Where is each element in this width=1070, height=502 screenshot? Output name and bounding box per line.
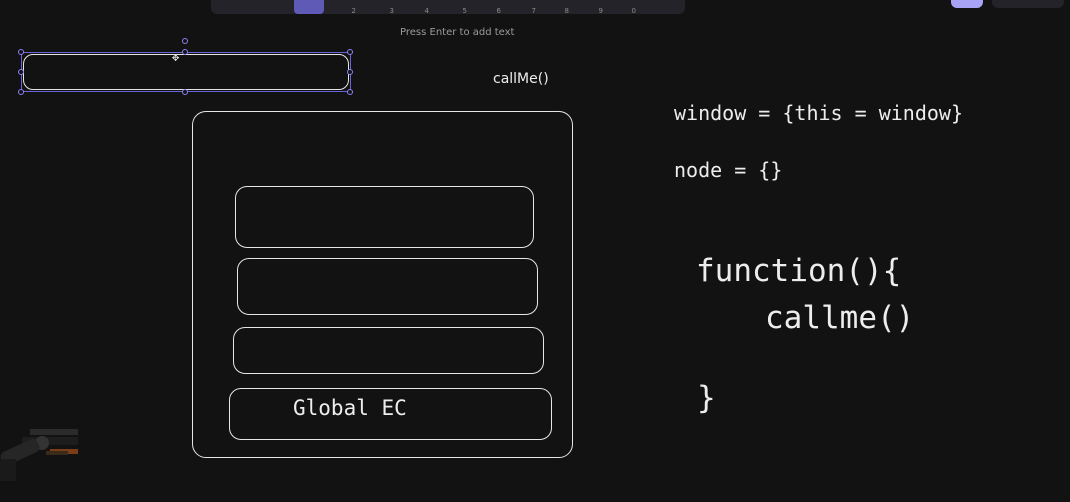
drawing-toolbar: 2 3 4 5 6 7 8 9 0 (211, 0, 685, 15)
resize-handle-e[interactable] (347, 69, 353, 75)
stack-frame-4[interactable] (235, 186, 534, 248)
lock-tool-icon[interactable] (221, 0, 239, 14)
resize-handle-w[interactable] (18, 69, 24, 75)
resize-handle-sw[interactable] (18, 89, 24, 95)
arrow-tool-icon[interactable]: 5 (447, 0, 467, 15)
diamond-tool-key: 3 (389, 7, 394, 15)
global-ec-label[interactable]: Global EC (293, 396, 407, 420)
ellipse-tool-key: 4 (424, 7, 429, 15)
image-tool-icon[interactable]: 9 (583, 0, 603, 15)
callme-label[interactable]: callMe() (493, 71, 549, 87)
ellipse-tool-icon[interactable]: 4 (409, 0, 429, 15)
function-open-line[interactable]: function(){ (696, 253, 902, 289)
selection-tool-icon[interactable] (294, 0, 324, 14)
library-button[interactable] (951, 0, 983, 8)
stack-frame-2[interactable] (233, 327, 544, 374)
eraser-tool-icon[interactable]: 0 (616, 0, 636, 15)
text-tool-key: 8 (564, 7, 569, 15)
image-tool-key: 9 (598, 7, 603, 15)
line-tool-icon[interactable]: 6 (481, 0, 501, 15)
extra-tools-icon[interactable] (657, 0, 675, 14)
rectangle-tool-icon[interactable]: 2 (336, 0, 356, 15)
share-button[interactable] (992, 0, 1064, 8)
window-line[interactable]: window = {this = window} (674, 101, 963, 125)
rectangle-tool-key: 2 (351, 7, 356, 15)
function-close-line[interactable]: } (697, 380, 716, 416)
add-text-hint: Press Enter to add text (400, 27, 515, 38)
draw-tool-icon[interactable]: 7 (516, 0, 536, 15)
text-tool-icon[interactable]: 8 (549, 0, 569, 15)
arrow-tool-key: 5 (462, 7, 467, 15)
move-cursor-icon: ✥ (172, 50, 180, 64)
robot-arm-image (0, 429, 78, 481)
rotate-handle[interactable] (182, 38, 188, 44)
eraser-tool-key: 0 (631, 7, 636, 15)
resize-handle-n[interactable] (182, 49, 188, 55)
line-tool-key: 6 (496, 7, 501, 15)
call-stack-container[interactable] (192, 111, 573, 458)
selected-rectangle[interactable] (23, 54, 349, 90)
node-line[interactable]: node = {} (674, 158, 783, 182)
hand-tool-icon[interactable] (261, 0, 279, 14)
diamond-tool-icon[interactable]: 3 (374, 0, 394, 15)
resize-handle-ne[interactable] (347, 49, 353, 55)
resize-handle-se[interactable] (347, 89, 353, 95)
stack-frame-3[interactable] (237, 258, 538, 315)
stack-frame-global[interactable] (229, 388, 552, 440)
draw-tool-key: 7 (531, 7, 536, 15)
resize-handle-s[interactable] (182, 89, 188, 95)
function-call-line[interactable]: callme() (765, 300, 915, 336)
resize-handle-nw[interactable] (18, 49, 24, 55)
